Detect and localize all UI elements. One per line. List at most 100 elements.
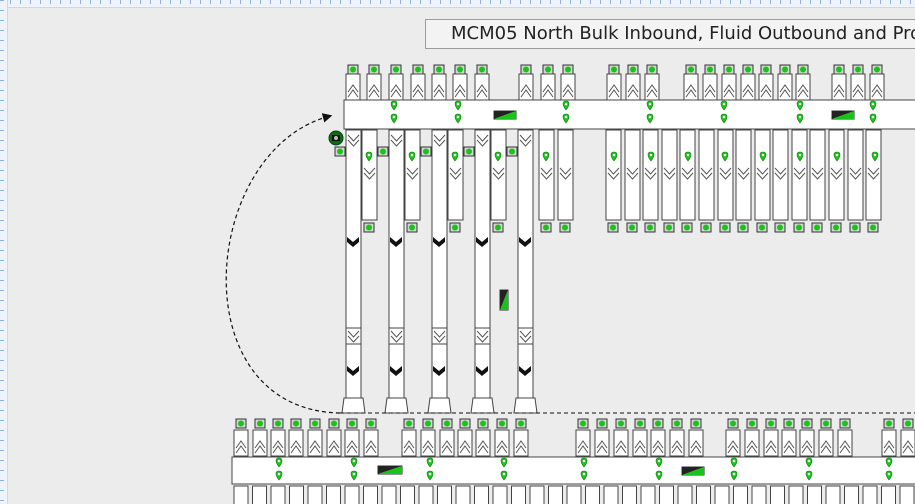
green-location-pin-icon[interactable]: [647, 151, 655, 162]
chute-head[interactable]: [900, 429, 915, 457]
bottom-lane[interactable]: [659, 485, 674, 504]
green-location-pin-icon[interactable]: [646, 113, 654, 124]
chute-head[interactable]: [363, 429, 379, 457]
green-location-pin-icon[interactable]: [885, 470, 893, 481]
bottom-lane[interactable]: [381, 485, 397, 504]
chute-head[interactable]: [837, 429, 853, 457]
chute-head[interactable]: [818, 429, 834, 457]
chute-head[interactable]: [763, 429, 779, 457]
green-location-pin-icon[interactable]: [500, 470, 508, 481]
long-lane[interactable]: [345, 129, 362, 401]
long-lane[interactable]: [388, 129, 405, 401]
bottom-lane[interactable]: [899, 485, 915, 504]
green-location-pin-icon[interactable]: [655, 470, 663, 481]
green-location-pin-icon[interactable]: [451, 151, 459, 162]
chute-head[interactable]: [307, 429, 323, 457]
bottom-lane[interactable]: [566, 485, 582, 504]
green-location-pin-icon[interactable]: [646, 100, 654, 111]
chute-head[interactable]: [881, 429, 897, 457]
lane-gate[interactable]: [388, 327, 405, 345]
sort-lane[interactable]: [754, 129, 771, 221]
green-location-pin-icon[interactable]: [350, 457, 358, 468]
lane-foot[interactable]: [384, 397, 409, 414]
chute-head[interactable]: [288, 429, 304, 457]
short-lane[interactable]: [361, 129, 378, 221]
sort-lane[interactable]: [698, 129, 715, 221]
green-location-pin-icon[interactable]: [542, 151, 550, 162]
bottom-lane[interactable]: [344, 485, 360, 504]
chute-head[interactable]: [494, 429, 510, 457]
bottom-lane[interactable]: [400, 485, 415, 504]
green-location-pin-icon[interactable]: [365, 151, 373, 162]
chute-head[interactable]: [781, 429, 797, 457]
bottom-lane[interactable]: [603, 485, 619, 504]
bottom-lane[interactable]: [807, 485, 822, 504]
bottom-lane[interactable]: [233, 485, 249, 504]
bottom-lane[interactable]: [862, 485, 878, 504]
bottom-lane[interactable]: [548, 485, 563, 504]
sort-lane[interactable]: [605, 129, 622, 221]
lane-gate[interactable]: [345, 327, 362, 345]
green-location-pin-icon[interactable]: [562, 100, 570, 111]
green-location-pin-icon[interactable]: [833, 151, 841, 162]
bottom-lane[interactable]: [844, 485, 859, 504]
chute-head[interactable]: [725, 429, 741, 457]
green-location-pin-icon[interactable]: [805, 457, 813, 468]
green-location-pin-icon[interactable]: [730, 457, 738, 468]
bottom-lane[interactable]: [455, 485, 471, 504]
chute-head[interactable]: [799, 429, 815, 457]
sort-lane[interactable]: [791, 129, 808, 221]
sort-lane[interactable]: [557, 129, 574, 221]
green-location-pin-icon[interactable]: [610, 151, 618, 162]
bottom-lane[interactable]: [677, 485, 693, 504]
green-location-pin-icon[interactable]: [759, 151, 767, 162]
green-location-pin-icon[interactable]: [684, 151, 692, 162]
chute-head[interactable]: [344, 429, 360, 457]
bottom-lane[interactable]: [825, 485, 841, 504]
lane-foot[interactable]: [513, 397, 538, 414]
green-location-pin-icon[interactable]: [350, 470, 358, 481]
sort-lane[interactable]: [679, 129, 696, 221]
bottom-lane[interactable]: [437, 485, 452, 504]
chute-head[interactable]: [475, 429, 491, 457]
green-location-pin-icon[interactable]: [426, 470, 434, 481]
green-location-pin-icon[interactable]: [580, 457, 588, 468]
green-location-pin-icon[interactable]: [426, 457, 434, 468]
short-lane[interactable]: [490, 129, 507, 221]
sort-lane[interactable]: [828, 129, 845, 221]
chute-head[interactable]: [252, 429, 268, 457]
bottom-lane[interactable]: [474, 485, 489, 504]
chute-head[interactable]: [439, 429, 455, 457]
bottom-lane[interactable]: [770, 485, 785, 504]
bottom-lane[interactable]: [326, 485, 341, 504]
bottom-lane[interactable]: [788, 485, 804, 504]
sort-lane[interactable]: [772, 129, 789, 221]
green-location-pin-icon[interactable]: [796, 151, 804, 162]
green-location-pin-icon[interactable]: [721, 151, 729, 162]
chute-head[interactable]: [420, 429, 436, 457]
sort-lane[interactable]: [624, 129, 641, 221]
green-location-pin-icon[interactable]: [720, 100, 728, 111]
chute-head[interactable]: [650, 429, 666, 457]
lane-foot[interactable]: [427, 397, 452, 414]
green-location-pin-icon[interactable]: [730, 470, 738, 481]
bottom-lane[interactable]: [418, 485, 434, 504]
sort-lane[interactable]: [642, 129, 659, 221]
lane-foot[interactable]: [341, 397, 366, 414]
sort-lane[interactable]: [865, 129, 882, 221]
bottom-lane[interactable]: [289, 485, 304, 504]
bottom-main-conveyor[interactable]: [231, 456, 915, 485]
green-location-pin-icon[interactable]: [390, 113, 398, 124]
chute-head[interactable]: [457, 429, 473, 457]
bottom-lane[interactable]: [252, 485, 267, 504]
sort-lane[interactable]: [735, 129, 752, 221]
green-location-pin-icon[interactable]: [454, 100, 462, 111]
bottom-lane[interactable]: [270, 485, 286, 504]
green-location-pin-icon[interactable]: [655, 457, 663, 468]
green-location-pin-icon[interactable]: [454, 113, 462, 124]
chute-head[interactable]: [401, 429, 417, 457]
long-lane[interactable]: [431, 129, 448, 401]
green-location-pin-icon[interactable]: [796, 113, 804, 124]
green-location-pin-icon[interactable]: [805, 470, 813, 481]
green-location-pin-icon[interactable]: [562, 113, 570, 124]
